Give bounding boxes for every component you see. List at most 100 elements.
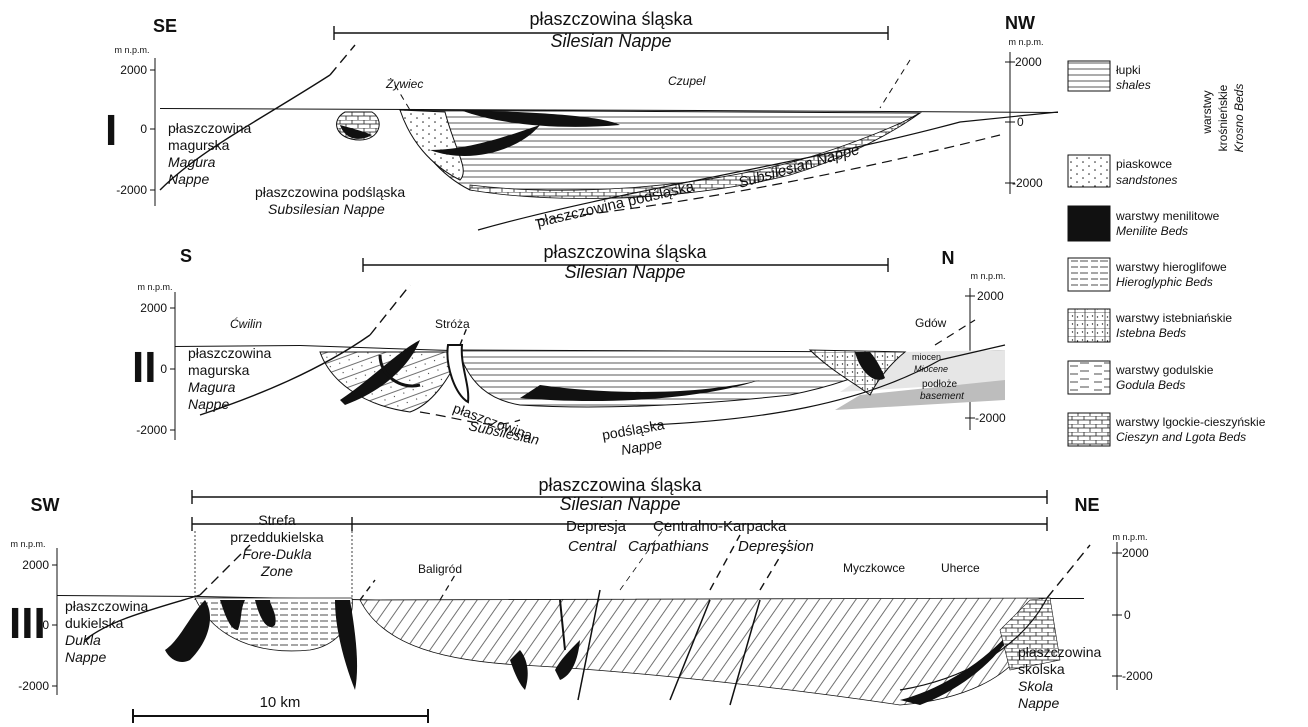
unit-label: płaszczowina podśląska bbox=[255, 184, 405, 200]
unit-label: płaszczowina bbox=[168, 120, 251, 136]
section-II: S N płaszczowina śląska Silesian Nappe m… bbox=[132, 242, 1006, 458]
legend-group-label: warstwy bbox=[1200, 90, 1214, 134]
place-label: Gdów bbox=[915, 316, 947, 330]
section-II-geology bbox=[175, 285, 1005, 425]
unit-label: płaszczowina bbox=[188, 345, 271, 361]
section-I-left-axis: m n.p.m. 2000 0 -2000 bbox=[114, 45, 155, 206]
tick-label: -2000 bbox=[116, 183, 147, 197]
legend-label-pl: łupki bbox=[1116, 63, 1141, 77]
legend-label-en: Hieroglyphic Beds bbox=[1116, 275, 1213, 289]
section-III-direction-left: SW bbox=[31, 495, 60, 515]
section-II-direction-left: S bbox=[180, 246, 192, 266]
zone-label: Zone bbox=[260, 563, 293, 579]
section-III-roman: III bbox=[9, 599, 46, 648]
depression-label: Central bbox=[568, 538, 617, 555]
section-I-direction-left: SE bbox=[153, 16, 177, 36]
unit-label: Nappe bbox=[65, 649, 106, 665]
section-II-left-unit: m n.p.m. bbox=[137, 282, 172, 292]
legend-item-cieszyn: warstwy lgockie-cieszyńskie Cieszyn and … bbox=[1068, 413, 1266, 446]
tick-label: 2000 bbox=[1015, 55, 1042, 69]
place-label: Baligród bbox=[418, 562, 462, 576]
legend-label-en: Istebna Beds bbox=[1116, 326, 1186, 340]
section-II-roman: II bbox=[132, 343, 156, 392]
legend-group-label: Krosno Beds bbox=[1232, 84, 1246, 153]
section-I-right-unit: m n.p.m. bbox=[1008, 37, 1043, 47]
section-III-unit-skola: płaszczowina skolska Skola Nappe bbox=[1018, 644, 1101, 711]
legend-label-pl: warstwy godulskie bbox=[1115, 363, 1214, 377]
unit-label: Magura bbox=[168, 154, 216, 170]
tick-label: -2000 bbox=[1122, 669, 1153, 683]
place-label: Stróża bbox=[435, 317, 470, 331]
legend-swatch-godula bbox=[1068, 361, 1110, 394]
section-III-right-axis: m n.p.m. 2000 0 -2000 bbox=[1112, 532, 1153, 690]
legend-label-en: Menilite Beds bbox=[1116, 224, 1188, 238]
legend-item-istebna: warstwy istebniańskie Istebna Beds bbox=[1068, 309, 1232, 342]
section-II-unit-subsilesian: płaszczowina Subsilesian podśląska Nappe bbox=[451, 400, 666, 458]
section-II-right-unit: m n.p.m. bbox=[970, 271, 1005, 281]
legend-group-krosno: warstwy krośnieńskie Krosno Beds bbox=[1183, 60, 1246, 190]
legend-label-pl: warstwy istebniańskie bbox=[1115, 311, 1232, 325]
unit-label: Subsilesian Nappe bbox=[268, 201, 385, 217]
section-III-depression-label: Depresja Centralno-Karpacka Central Carp… bbox=[566, 518, 814, 555]
section-I-unit-subsilesian-left: płaszczowina podśląska Subsilesian Nappe bbox=[255, 184, 405, 217]
unit-label: Magura bbox=[188, 379, 236, 395]
section-II-direction-right: N bbox=[942, 248, 955, 268]
section-I-left-unit: m n.p.m. bbox=[114, 45, 149, 55]
section-III-nappe-pl: płaszczowina śląska bbox=[538, 475, 702, 495]
tick-label: 2000 bbox=[140, 301, 167, 315]
unit-label: dukielska bbox=[65, 615, 124, 631]
tick-label: 2000 bbox=[1122, 546, 1149, 560]
section-II-unit-magura: płaszczowina magurska Magura Nappe bbox=[188, 345, 271, 412]
zone-label: Fore-Dukla bbox=[242, 546, 311, 562]
legend-label-en: sandstones bbox=[1116, 173, 1177, 187]
legend-label-en: Godula Beds bbox=[1116, 378, 1185, 392]
tick-label: -2000 bbox=[975, 411, 1006, 425]
tick-label: 0 bbox=[140, 122, 147, 136]
legend-label-pl: warstwy lgockie-cieszyńskie bbox=[1115, 415, 1266, 429]
scale-bar-label: 10 km bbox=[260, 694, 301, 711]
place-label: Ćwilin bbox=[230, 316, 262, 331]
legend-swatch-shales bbox=[1068, 61, 1110, 91]
legend-swatch-hieroglyphic bbox=[1068, 258, 1110, 291]
legend-item-hieroglyphic: warstwy hieroglifowe Hieroglyphic Beds bbox=[1068, 258, 1227, 291]
unit-label: Nappe bbox=[188, 396, 229, 412]
section-III-left-unit: m n.p.m. bbox=[10, 539, 45, 549]
depression-label: Depresja bbox=[566, 518, 627, 535]
unit-label: Nappe bbox=[1018, 695, 1059, 711]
legend-label-pl: warstwy hieroglifowe bbox=[1115, 260, 1227, 274]
section-II-nappe-pl: płaszczowina śląska bbox=[543, 242, 707, 262]
section-III-right-unit: m n.p.m. bbox=[1112, 532, 1147, 542]
legend-label-en: shales bbox=[1116, 78, 1151, 92]
unit-label: miocen bbox=[912, 352, 941, 362]
legend-swatch-menilite bbox=[1068, 206, 1110, 241]
tick-label: -2000 bbox=[18, 679, 49, 693]
unit-label: basement bbox=[920, 391, 965, 402]
tick-label: 2000 bbox=[120, 63, 147, 77]
tick-label: 2000 bbox=[22, 558, 49, 572]
place-label: Uherce bbox=[941, 561, 980, 575]
tick-label: -2000 bbox=[136, 423, 167, 437]
zone-label: Strefa bbox=[258, 512, 296, 528]
legend: łupki shales piaskowce sandstones warstw… bbox=[1068, 60, 1266, 446]
unit-label: Miocene bbox=[914, 364, 948, 374]
legend-group-label: krośnieńskie bbox=[1216, 84, 1230, 151]
place-label: Czupel bbox=[668, 74, 706, 88]
place-label: Żywiec bbox=[385, 77, 423, 91]
legend-swatch-istebna bbox=[1068, 309, 1110, 342]
section-III: SW NE płaszczowina śląska Silesian Nappe… bbox=[9, 475, 1153, 711]
unit-label: Nappe bbox=[168, 171, 209, 187]
section-I-nappe-pl: płaszczowina śląska bbox=[529, 9, 693, 29]
tick-label: 0 bbox=[1017, 115, 1024, 129]
legend-item-sandstones: piaskowce sandstones bbox=[1068, 155, 1177, 187]
section-III-unit-dukla: płaszczowina dukielska Dukla Nappe bbox=[65, 598, 148, 665]
legend-label-pl: piaskowce bbox=[1116, 157, 1172, 171]
unit-label: skolska bbox=[1018, 661, 1065, 677]
tick-label: 2000 bbox=[977, 289, 1004, 303]
unit-label: podłoże bbox=[922, 379, 957, 390]
section-I-roman: I bbox=[105, 106, 117, 155]
unit-label: płaszczowina bbox=[1018, 644, 1101, 660]
unit-label: magurska bbox=[188, 362, 250, 378]
depression-label: Centralno-Karpacka bbox=[653, 518, 787, 535]
